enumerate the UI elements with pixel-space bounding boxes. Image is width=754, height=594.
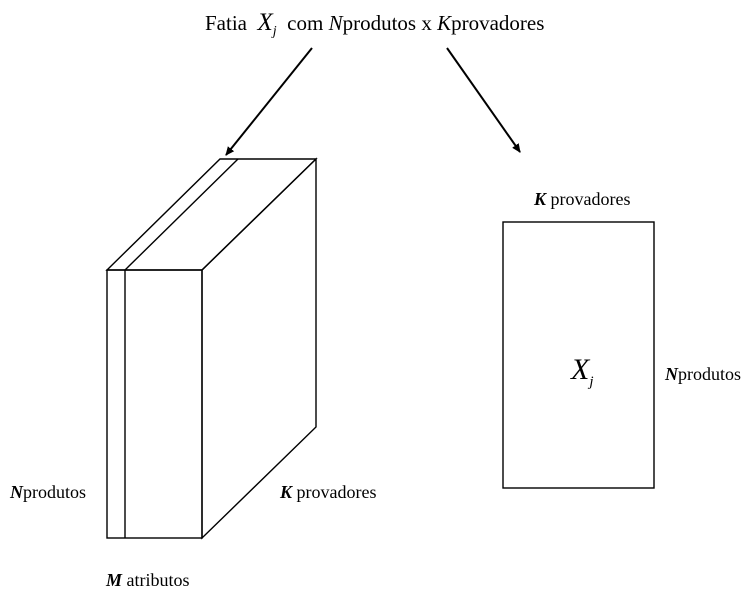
slice-symbol-x: X — [571, 353, 590, 386]
cube-k-text: provadores — [296, 482, 377, 502]
title-prefix: Fatia — [205, 11, 247, 35]
title-mid: com — [287, 11, 324, 35]
diagram-title: Fatia Xj com Nprodutos x Kprovadores — [205, 10, 544, 39]
cube-k-var: K — [280, 482, 293, 502]
cube-n-var: N — [10, 482, 23, 502]
cube-slice-top-edge — [124, 158, 239, 271]
slice-n-var: N — [665, 364, 678, 384]
title-var-k: K — [437, 11, 452, 35]
slice-k-label: K provadores — [534, 190, 631, 208]
title-n-text: produtos — [342, 11, 417, 35]
slice-n-text: produtos — [678, 364, 741, 384]
cube-m-text: atributos — [126, 570, 190, 590]
arrow-to-cube — [225, 47, 313, 156]
cube-k-label: K provadores — [280, 483, 377, 501]
title-symbol: X — [257, 9, 273, 36]
data-cube — [105, 157, 318, 540]
slice-n-label: Nprodutos — [665, 365, 741, 383]
slice-symbol-subscript: j — [589, 374, 594, 390]
cube-n-text: produtos — [23, 482, 86, 502]
cube-top-face — [105, 158, 318, 271]
cube-n-label: Nprodutos — [10, 483, 86, 501]
slice-k-text: provadores — [550, 189, 631, 209]
title-var-n: N — [328, 11, 343, 35]
cube-m-label: M atributos — [106, 571, 190, 589]
title-subscript: j — [272, 24, 277, 40]
slice-symbol: Xj — [571, 355, 594, 390]
arrow-to-slice — [446, 47, 521, 153]
cube-front-face — [106, 269, 203, 539]
slice-matrix — [502, 221, 655, 489]
cube-m-var: M — [106, 570, 123, 590]
title-times: x — [421, 11, 432, 35]
title-k-text: provadores — [451, 11, 545, 35]
slice-k-var: K — [534, 189, 547, 209]
cube-side-face — [201, 157, 317, 540]
